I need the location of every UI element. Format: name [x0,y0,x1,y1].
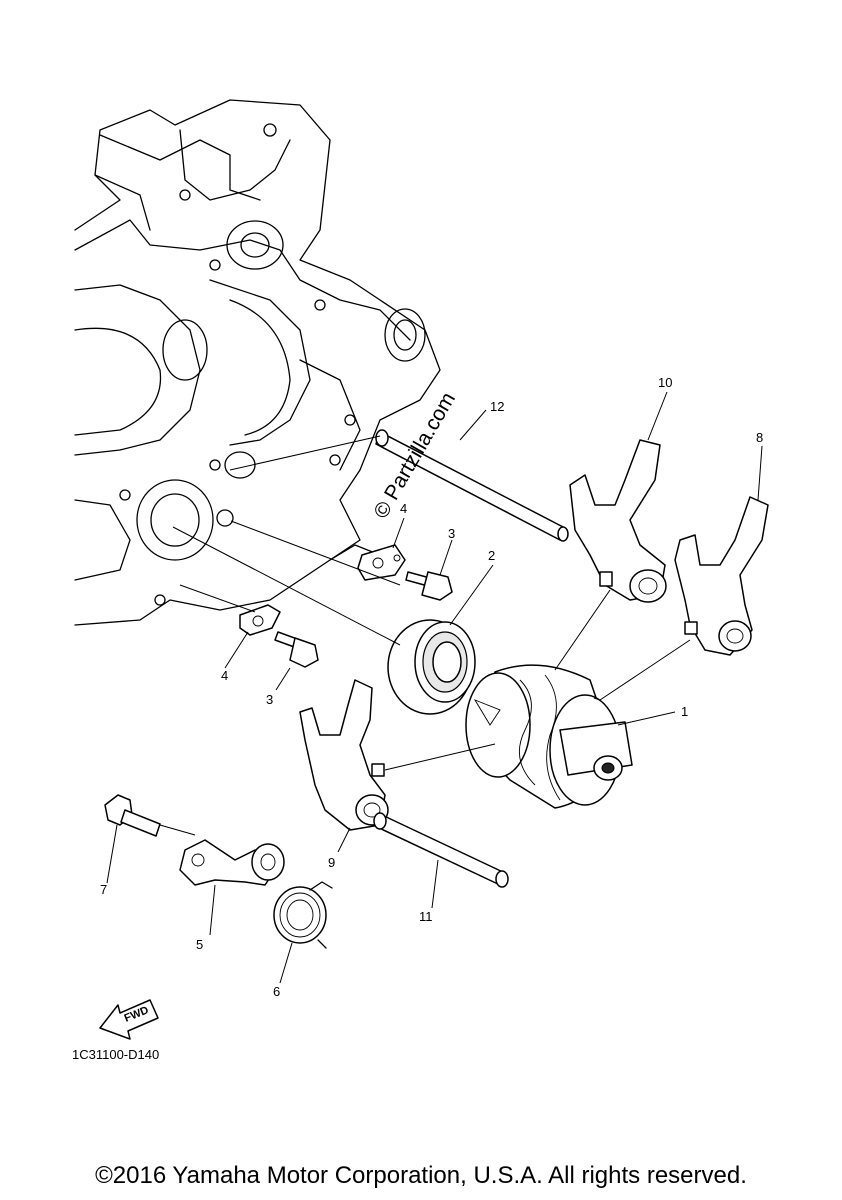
crankcase [74,99,441,626]
bolt-3-lower [274,631,319,668]
shift-fork-shaft-12 [375,429,569,542]
callout-9: 9 [328,855,335,870]
shift-fork-shaft-11 [373,812,509,888]
callout-4-upper: 4 [400,501,407,516]
diagram-code: 1C31100-D140 [72,1047,159,1062]
spring-6 [273,881,333,949]
watermark: © Partzilla.com [369,388,460,522]
bolt-7 [104,794,161,837]
plate-4-upper [357,544,406,581]
callout-2: 2 [488,548,495,563]
shift-drum-1 [465,664,633,809]
callout-3-lower: 3 [266,692,273,707]
callout-7: 7 [100,882,107,897]
callout-8: 8 [756,430,763,445]
callout-10: 10 [658,375,672,390]
shift-fork-8 [674,496,769,656]
plate-4-lower [239,604,281,636]
bolt-3-upper [405,571,453,601]
leader-lines [106,391,763,984]
callout-1: 1 [681,704,688,719]
callout-5: 5 [196,937,203,952]
shift-fork-9 [299,679,389,831]
callout-11: 11 [419,909,433,924]
lever-5 [179,839,285,886]
fwd-arrow: FWD [99,999,159,1040]
callout-6: 6 [273,984,280,999]
shift-fork-10 [569,439,667,603]
callout-12: 12 [490,399,504,414]
callout-3-upper: 3 [448,526,455,541]
callout-4-lower: 4 [221,668,228,683]
copyright-footer: ©2016 Yamaha Motor Corporation, U.S.A. A… [95,1162,747,1189]
bearing-2 [387,619,476,715]
callout-numbers: 1 2 3 3 4 4 5 6 7 8 9 10 11 12 [100,375,763,999]
